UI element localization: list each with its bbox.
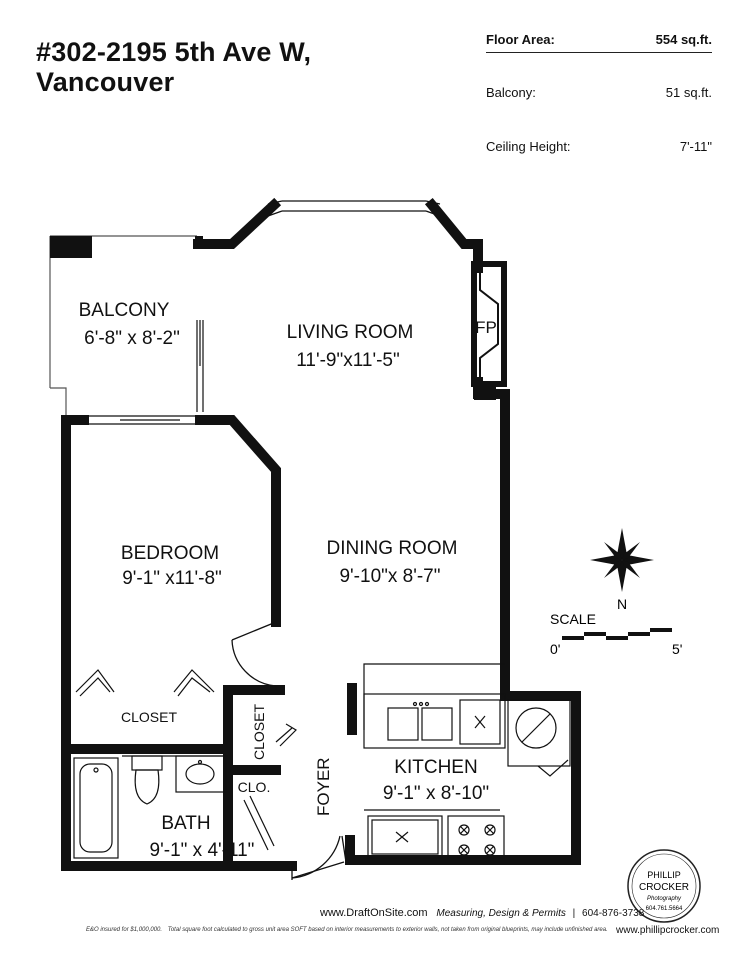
footer-brand: www.DraftOnSite.com Measuring, Design & … bbox=[320, 907, 645, 919]
living-left-wall bbox=[195, 236, 203, 244]
stamp-line1: PHILLIP bbox=[647, 870, 681, 880]
address-line-1: #302-2195 5th Ave W, bbox=[36, 37, 312, 67]
bath-name: BATH bbox=[161, 813, 210, 834]
bedroom-dims: 9'-1" x11'-8" bbox=[122, 568, 222, 589]
scale-min: 0' bbox=[550, 641, 560, 657]
footer-site[interactable]: www.DraftOnSite.com bbox=[320, 907, 428, 919]
photographer-stamp: PHILLIP CROCKER Photography 604.761.5664 bbox=[627, 849, 701, 923]
bath-fixtures bbox=[73, 755, 228, 859]
bedroom-name: BEDROOM bbox=[121, 543, 219, 564]
kitchen-fixtures bbox=[363, 663, 571, 859]
disclaimer-area: Total square foot calculated to gross un… bbox=[167, 927, 608, 933]
footer-service: Measuring, Design & Permits bbox=[436, 908, 566, 919]
kitchen-dims: 9'-1" x 8'-10" bbox=[383, 783, 489, 804]
disclaimer-insurance: E&O insured for $1,000,000. bbox=[86, 927, 163, 933]
small-closet-label: CLOSET bbox=[251, 704, 267, 760]
balcony-dims: 6'-8" x 8'-2" bbox=[84, 328, 180, 349]
stamp-line4: 604.761.5664 bbox=[646, 906, 683, 912]
fireplace-label: FP bbox=[475, 318, 497, 337]
footer-disclaimer: E&O insured for $1,000,000. Total square… bbox=[86, 927, 608, 933]
stat-floor-area: Floor Area: 554 sq.ft. bbox=[486, 32, 712, 53]
foyer-label: FOYER bbox=[314, 757, 333, 816]
stat-ceiling-height: Ceiling Height: 7'-11" bbox=[486, 139, 712, 193]
clo-label: CLO. bbox=[238, 779, 271, 795]
scale-title: SCALE bbox=[550, 611, 596, 627]
stat-label: Floor Area: bbox=[486, 32, 555, 47]
footer-phone: 604-876-3738 bbox=[582, 908, 645, 919]
bay-window bbox=[267, 200, 441, 217]
compass-rose-icon bbox=[590, 528, 654, 592]
bath-dims: 9'-1" x 4'-11" bbox=[150, 840, 255, 861]
stat-value: 554 sq.ft. bbox=[655, 32, 712, 47]
small-closet-door bbox=[275, 723, 297, 747]
stat-label: Balcony: bbox=[486, 85, 536, 100]
clo-door bbox=[243, 795, 275, 851]
closet-label: CLOSET bbox=[121, 709, 177, 725]
living-name: LIVING ROOM bbox=[287, 322, 414, 343]
stamp-line2: CROCKER bbox=[639, 882, 689, 893]
bedroom-door bbox=[231, 621, 277, 690]
stat-value: 51 sq.ft. bbox=[665, 85, 712, 100]
dining-dims: 9'-10"x 8'-7" bbox=[339, 566, 440, 587]
closet-doors bbox=[75, 669, 215, 697]
fireplace bbox=[471, 261, 507, 387]
balcony-sliding-door bbox=[196, 320, 204, 412]
living-dims: 11'-9"x11'-5" bbox=[296, 350, 399, 371]
compass-label: N bbox=[617, 596, 627, 612]
stamp-line3: Photography bbox=[647, 896, 682, 902]
dining-name: DINING ROOM bbox=[327, 538, 458, 559]
bedroom-window bbox=[84, 415, 200, 425]
stat-balcony: Balcony: 51 sq.ft. bbox=[486, 85, 712, 139]
stat-label: Ceiling Height: bbox=[486, 139, 571, 154]
kitchen-name: KITCHEN bbox=[394, 757, 477, 778]
scale-max: 5' bbox=[672, 641, 682, 657]
scale-bar bbox=[562, 628, 672, 640]
balcony-column bbox=[50, 236, 92, 258]
address-line-2: Vancouver bbox=[36, 67, 175, 97]
footer-photographer-url[interactable]: www.phillipcrocker.com bbox=[616, 925, 720, 936]
entry-door bbox=[291, 835, 347, 880]
balcony-name: BALCONY bbox=[79, 300, 170, 321]
stat-value: 7'-11" bbox=[679, 139, 712, 154]
property-stats: Floor Area: 554 sq.ft. Balcony: 51 sq.ft… bbox=[486, 32, 712, 193]
